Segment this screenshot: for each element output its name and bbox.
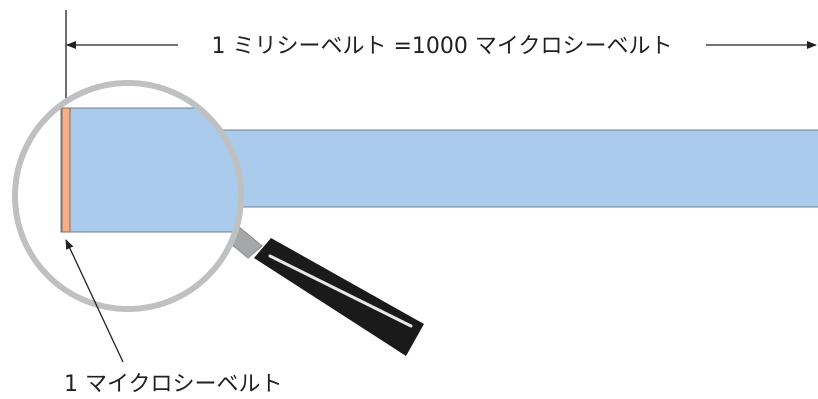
microsievert-pointer [65,239,124,363]
magnifier-lens [12,80,244,312]
magnifier-handle [254,238,424,356]
magnifying-glass-icon [223,225,424,356]
zoomed-millisievert-bar [60,107,241,233]
magnifier-handle-highlight [268,254,413,328]
microsievert-label: 1 マイクロシーベルト [64,372,283,397]
millisievert-label: 1 ミリシーベルト =1000 マイクロシーベルト [212,34,673,59]
millisievert-bar [219,129,818,208]
magnifier-lens-rim [12,80,244,312]
microsievert-slice [61,107,71,233]
